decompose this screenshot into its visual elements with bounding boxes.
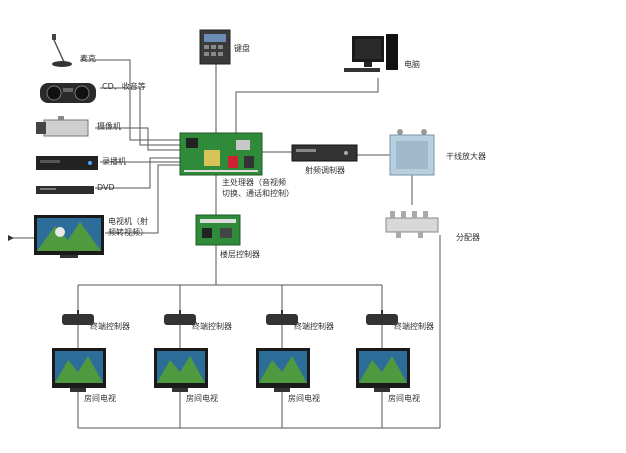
- tv-source-label-line2: 频转视频）: [108, 228, 148, 237]
- computer-label: 电脑: [404, 60, 420, 69]
- terminal-controller-icon: [164, 310, 196, 325]
- cd-label: CD、收音等: [102, 82, 146, 91]
- splitter-label: 分配器: [456, 233, 480, 242]
- computer-icon: [344, 34, 398, 72]
- room-tv-label: 房间电视: [388, 394, 420, 403]
- room-tv-icon: [52, 348, 106, 392]
- rf-modulator-icon: [291, 144, 358, 162]
- splitter-icon: [385, 211, 439, 238]
- terminal-controller-label: 终端控制器: [394, 322, 434, 331]
- source-tv-icon: [34, 215, 104, 258]
- terminal-controller-label: 终端控制器: [294, 322, 334, 331]
- terminal-controller-icon: [62, 310, 94, 325]
- dvd-label: DVD: [97, 183, 115, 192]
- microphone-icon: [52, 34, 72, 67]
- room-tv-icon: [154, 348, 208, 392]
- tv-source-label-line1: 电视机（射: [108, 217, 148, 226]
- cd-player-icon: [40, 83, 96, 103]
- camera-icon: [36, 116, 89, 137]
- main-processor-board: [179, 132, 263, 176]
- terminal-controller-label: 终端控制器: [90, 322, 130, 331]
- rf-modulator-label: 射频调制器: [305, 166, 345, 175]
- input-arrow-icon: [8, 235, 14, 241]
- processor-label-line2: 切换、通话和控制）: [222, 189, 294, 198]
- keyboard-icon: [199, 29, 231, 65]
- trunk-amplifier-icon: [389, 129, 435, 176]
- terminal-controller-label: 终端控制器: [192, 322, 232, 331]
- terminal-controller-icon: [266, 310, 298, 325]
- camera-label: 摄像机: [97, 122, 121, 131]
- room-tv-label: 房间电视: [186, 394, 218, 403]
- recorder-icon: [36, 156, 98, 170]
- trunk-amp-label: 干线放大器: [446, 152, 486, 161]
- recorder-label: 录播机: [102, 157, 126, 166]
- room-tv-icon: [356, 348, 410, 392]
- room-tv-label: 房间电视: [84, 394, 116, 403]
- room-tv-label: 房间电视: [288, 394, 320, 403]
- floor-controller-board: [195, 214, 241, 246]
- dvd-player-icon: [36, 186, 94, 194]
- floor-controller-label: 楼层控制器: [220, 250, 260, 259]
- room-tv-icon: [256, 348, 310, 392]
- processor-label-line1: 主处理器（音视频: [222, 178, 286, 187]
- mic-label: 麦克: [80, 54, 96, 63]
- connection-lines: [8, 59, 441, 429]
- terminal-controller-icon: [366, 310, 398, 325]
- keyboard-label: 键盘: [234, 44, 250, 53]
